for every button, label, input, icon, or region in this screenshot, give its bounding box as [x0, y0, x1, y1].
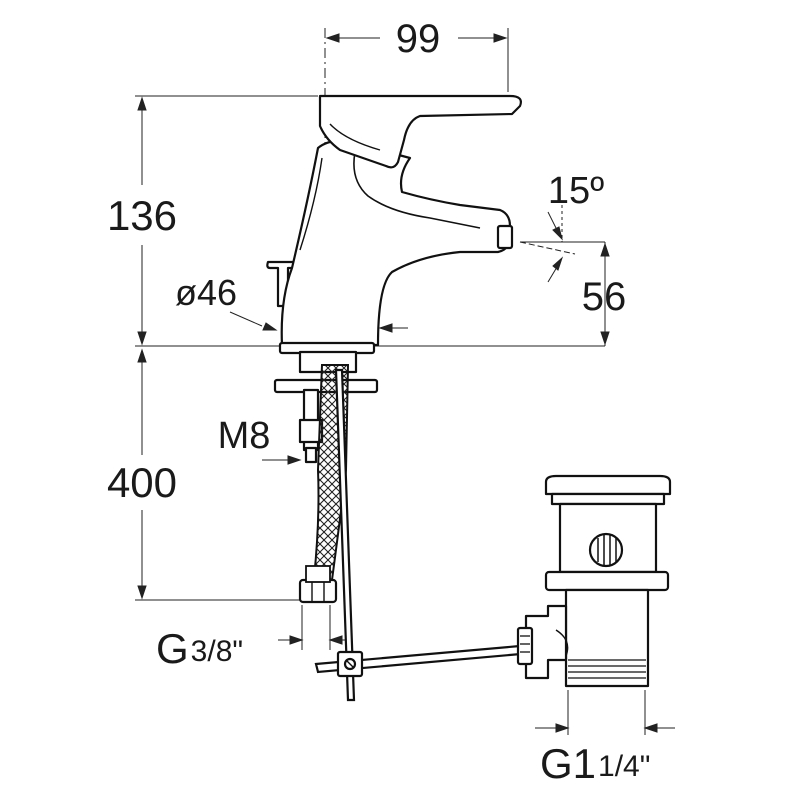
waste-thread-prefix: G — [540, 740, 573, 787]
waste-thread-label: G11/4" — [540, 740, 650, 787]
dimension-lines — [137, 33, 675, 733]
dim-angle-label: 15º — [548, 170, 604, 212]
inlet-thread-fraction: 3/8" — [191, 635, 243, 668]
dim-height-label: 136 — [107, 192, 177, 239]
waste-thread-fraction: 1/4" — [598, 750, 650, 783]
waste-valve — [516, 474, 672, 688]
inlet-thread-prefix: G — [156, 625, 189, 672]
popup-linkage — [314, 368, 523, 702]
dim-diameter-label: ø46 — [175, 272, 237, 313]
waste-thread-whole: 1 — [573, 740, 596, 787]
dim-width-label: 99 — [396, 17, 441, 61]
dim-hose-length-label: 400 — [107, 459, 177, 506]
dim-spout-height-label: 56 — [582, 275, 627, 319]
inlet-thread-label: G3/8" — [156, 625, 243, 672]
faucet-body — [266, 94, 522, 464]
dim-thread-stud-label: M8 — [218, 415, 271, 457]
